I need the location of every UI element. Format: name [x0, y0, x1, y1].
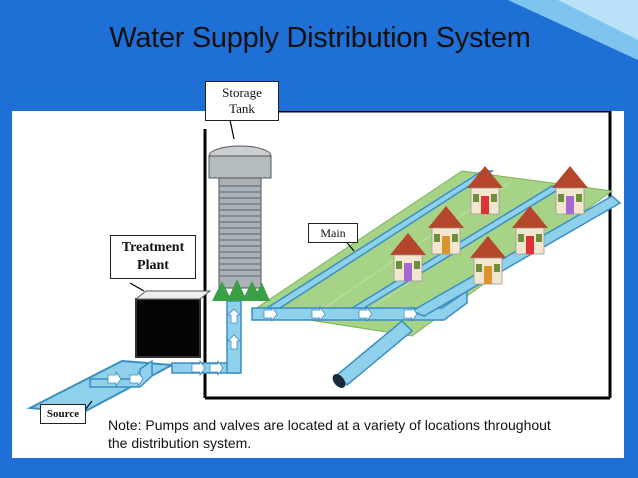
note-line-2: the distribution system. [108, 435, 252, 451]
house-icon [470, 236, 506, 285]
storage-tank-label-line2: Tank [229, 101, 255, 116]
diagram-panel: Storage Tank Treatment Plant Main Source [12, 81, 624, 458]
corner-decoration [508, 0, 638, 60]
storage-tank-label: Storage Tank [205, 81, 279, 121]
page-title: Water Supply Distribution System [109, 22, 531, 54]
treatment-plant-label: Treatment Plant [110, 235, 196, 279]
pipe-branch-left [264, 170, 495, 309]
main-label: Main [308, 223, 358, 243]
bottom-bar [0, 458, 638, 478]
storage-tank-graphic [208, 145, 272, 301]
treatment-plant-box [135, 298, 201, 358]
distribution-diagram [26, 111, 622, 415]
note-line-1: Note: Pumps and valves are located at a … [108, 417, 551, 433]
treatment-plant-label-line2: Plant [137, 258, 169, 273]
houses [390, 166, 588, 285]
source-label: Source [40, 404, 86, 424]
pipe-branch-right [410, 195, 622, 317]
treatment-plant-label-line1: Treatment [121, 240, 185, 255]
house-icon [467, 166, 503, 215]
pipe-outlet-end [332, 374, 346, 388]
house-icon [512, 206, 548, 255]
note-text: Note: Pumps and valves are located at a … [108, 416, 608, 452]
house-icon [390, 233, 426, 282]
house-icon [428, 206, 464, 255]
house-icon [552, 166, 588, 215]
storage-tank-label-line1: Storage [222, 85, 262, 100]
